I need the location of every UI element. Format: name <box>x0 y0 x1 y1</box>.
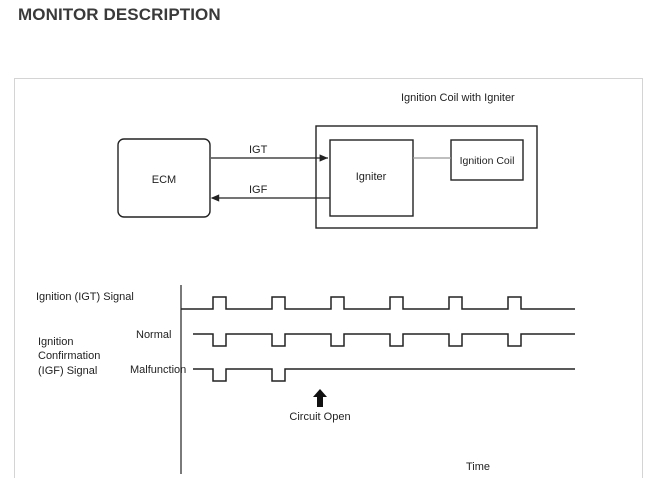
igf-malfunction-waveform <box>193 368 575 382</box>
igf-normal-waveform <box>193 333 575 347</box>
igt-signal-label: Ignition (IGT) Signal <box>36 291 134 303</box>
igniter-group-label: Ignition Coil with Igniter <box>401 92 515 104</box>
igniter-label: Igniter <box>356 171 387 183</box>
igt-arrow-label: IGT <box>249 144 268 156</box>
time-label: Time <box>466 461 490 473</box>
figure-frame <box>14 78 643 478</box>
malfunction-label: Malfunction <box>130 364 186 376</box>
igf-signal-label-3: (IGF) Signal <box>38 365 97 377</box>
ecm-box <box>117 138 211 218</box>
igniter-box <box>329 139 414 217</box>
igf-signal-label-2: Confirmation <box>38 350 100 362</box>
ecm-label: ECM <box>152 174 176 186</box>
ignition-coil-box <box>450 139 524 181</box>
igf-arrow-label: IGF <box>249 184 268 196</box>
circuit-open-label: Circuit Open <box>289 411 350 423</box>
normal-label: Normal <box>136 329 171 341</box>
igt-waveform <box>181 296 575 310</box>
igf-signal-label-1: Ignition <box>38 336 73 348</box>
ignition-coil-label: Ignition Coil <box>460 155 515 167</box>
circuit-open-arrow-icon <box>313 389 327 407</box>
igniter-group-box <box>315 125 538 229</box>
page-heading: MONITOR DESCRIPTION <box>18 5 221 24</box>
